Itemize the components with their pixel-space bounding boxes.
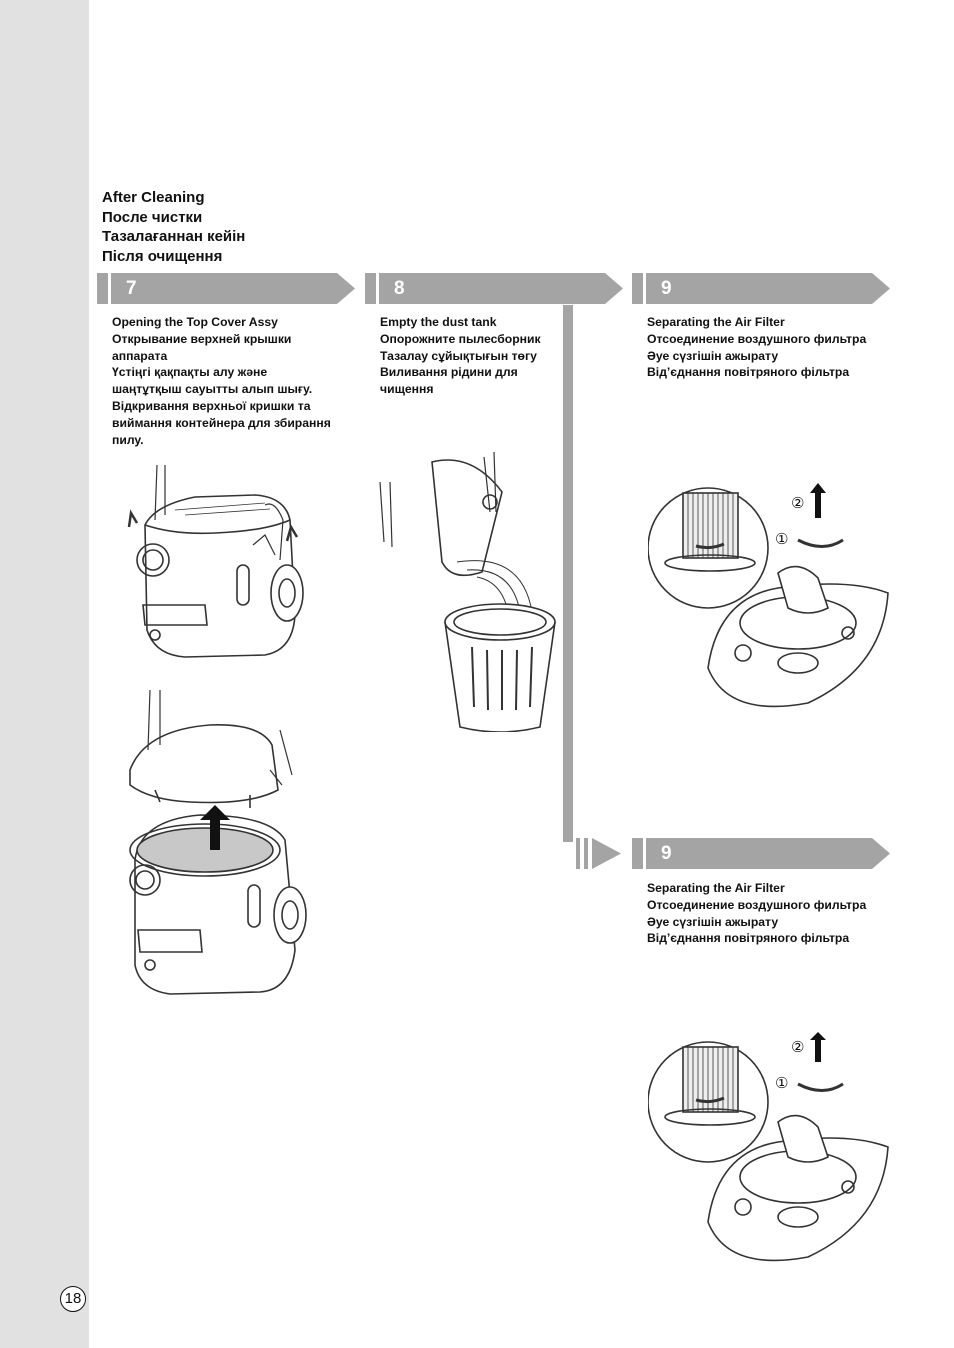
vacuum-open-cover-illustration xyxy=(100,690,325,995)
flow-connector-arrow xyxy=(576,838,626,869)
step-9-line: Әуе сүзгішін ажырату xyxy=(647,348,779,363)
left-sidebar-band xyxy=(0,0,89,1348)
step-7-bar: 7 xyxy=(97,273,355,304)
air-filter-removal-illustration: ② ① xyxy=(648,478,893,713)
callout-1b: ① xyxy=(775,1074,788,1092)
step-8-line: Empty the dust tank xyxy=(380,315,497,329)
step-9-text: Separating the Air Filter Отсоединение в… xyxy=(647,314,866,381)
step-8-line: Виливання рідини для xyxy=(380,365,518,380)
step-9b-bar: 9 xyxy=(632,838,890,869)
section-heading: After Cleaning После чистки Тазалағаннан… xyxy=(102,188,245,266)
step-7-line: Открывание верхней крышки xyxy=(112,331,292,346)
step-7-line: виймання контейнера для збирання xyxy=(112,415,331,430)
step-9-bar: 9 xyxy=(632,273,890,304)
step-8-line: чищення xyxy=(380,382,434,397)
step-7-line: Үстіңгі қақпақты алу және xyxy=(112,365,268,380)
step-9b-line: Әуе сүзгішін ажырату xyxy=(647,914,779,929)
heading-uk: Після очищення xyxy=(102,247,223,265)
vacuum-cleaner-illustration xyxy=(115,465,315,665)
step-9b-text: Separating the Air Filter Отсоединение в… xyxy=(647,880,866,947)
step-7-line: Відкривання верхньої кришки та xyxy=(112,398,311,413)
step-7-line: пилу. xyxy=(112,432,144,447)
step-8-line: Тазалау сұйықтығын төгу xyxy=(380,348,537,363)
dust-tank-emptying-illustration xyxy=(372,452,557,732)
step-8-number: 8 xyxy=(394,278,405,299)
callout-1: ① xyxy=(775,530,788,548)
heading-ru: После чистки xyxy=(102,208,203,226)
step-7-line: шаңтұтқыш сауытты алып шығу. xyxy=(112,382,313,397)
step-9b-line: Отсоединение воздушного фильтра xyxy=(647,897,867,912)
callout-2b: ② xyxy=(791,1038,804,1056)
flow-connector-line xyxy=(563,305,573,842)
callout-2: ② xyxy=(791,494,804,512)
step-7-line: Opening the Top Cover Assy xyxy=(112,315,278,329)
step-9-line: Отсоединение воздушного фильтра xyxy=(647,331,867,346)
air-filter-removal-illustration-2: ② ① xyxy=(648,1032,893,1267)
step-9-line: Separating the Air Filter xyxy=(647,315,785,329)
step-9-number: 9 xyxy=(661,278,672,299)
page-number: 18 xyxy=(60,1286,86,1312)
heading-kz: Тазалағаннан кейін xyxy=(102,228,246,245)
step-7-line: аппарата xyxy=(112,348,168,363)
step-9b-line: Separating the Air Filter xyxy=(647,881,785,895)
step-8-text: Empty the dust tank Опорожните пылесборн… xyxy=(380,314,541,398)
heading-en: After Cleaning xyxy=(102,189,205,206)
step-8-bar: 8 xyxy=(365,273,623,304)
step-7-number: 7 xyxy=(126,278,137,299)
step-9b-line: Від’єднання повітряного фільтра xyxy=(647,931,850,946)
step-9-line: Від’єднання повітряного фільтра xyxy=(647,365,850,380)
step-9b-number: 9 xyxy=(661,843,672,864)
step-8-line: Опорожните пылесборник xyxy=(380,331,541,346)
step-7-text: Opening the Top Cover Assy Открывание ве… xyxy=(112,314,331,448)
